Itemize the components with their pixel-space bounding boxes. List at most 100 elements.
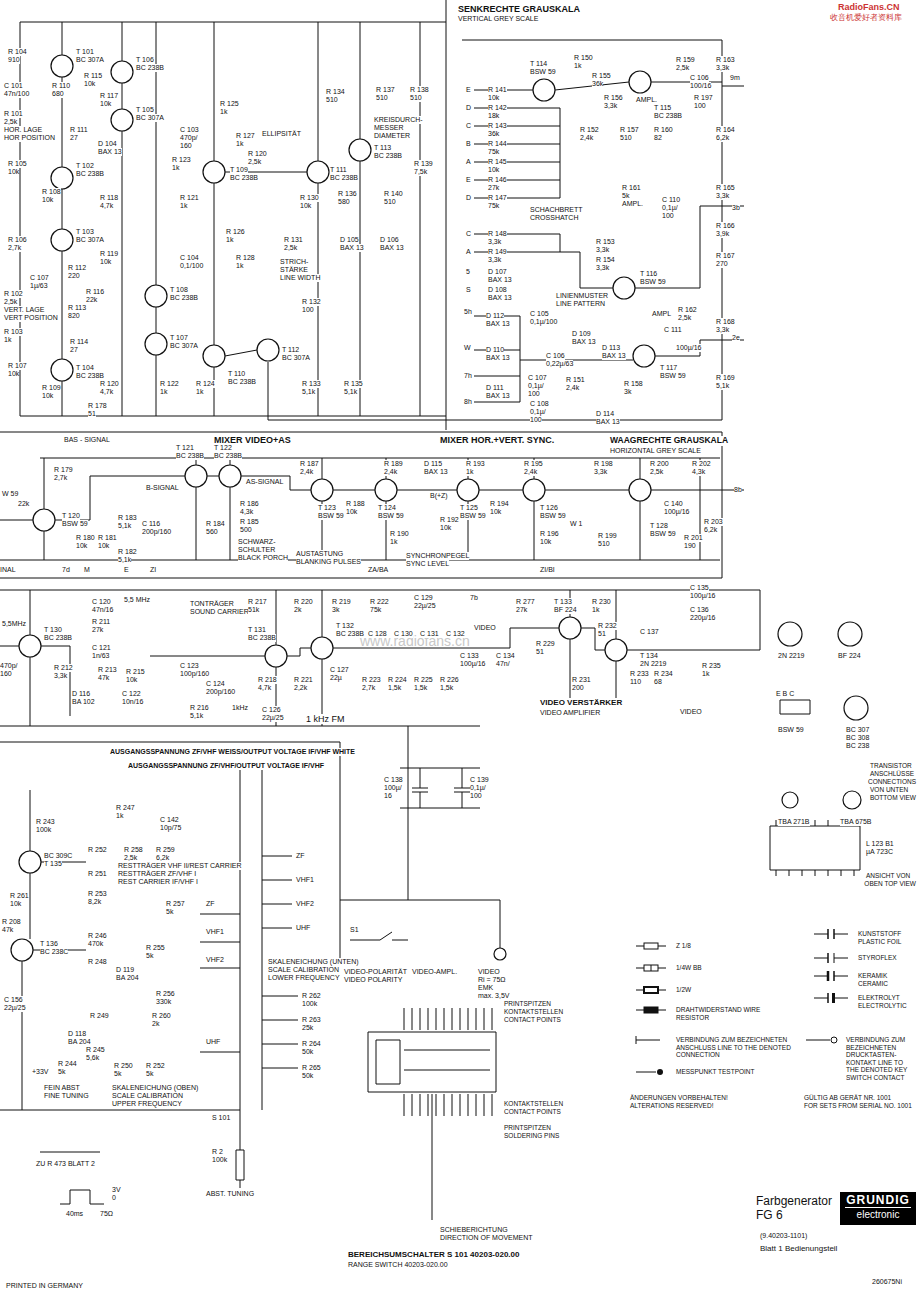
component-label: 100 xyxy=(694,102,706,110)
wire xyxy=(432,1094,433,1220)
component-label: 7b xyxy=(470,594,478,602)
component-label: BSW 59 xyxy=(318,512,344,520)
component-label: Blatt 1 Bedienungsteil xyxy=(760,1244,837,1253)
component-label: R 224 xyxy=(388,676,407,684)
component-label: C xyxy=(466,122,471,130)
component-label: R 134 xyxy=(326,88,345,96)
component-label: BSW 59 xyxy=(640,278,666,286)
component-label: VIDEO-POLARITÄT xyxy=(344,968,407,976)
component-label: C 127 xyxy=(330,666,349,674)
legend-entry: 1/2W xyxy=(676,986,736,994)
component-label: 47n/ xyxy=(496,660,510,668)
wire xyxy=(828,870,829,876)
transistor-symbol xyxy=(605,639,627,661)
component-label: VERT POSITION xyxy=(4,314,58,322)
wire xyxy=(60,1190,104,1204)
component-label: BC 307A xyxy=(136,114,164,122)
component-label: 470p/ xyxy=(0,662,18,670)
component-label: 100 xyxy=(528,390,540,398)
wire xyxy=(616,661,617,700)
wire xyxy=(392,940,408,941)
transistor-symbol xyxy=(203,161,225,183)
component-label: AUSGANGSSPANNUNG ZF/VHF/OUTPUT VOLTAGE I… xyxy=(128,762,324,770)
component-label: R 119 xyxy=(100,250,118,258)
component-label: D 113 xyxy=(602,344,620,352)
component-label: 510 xyxy=(598,540,610,548)
wire xyxy=(412,1008,413,1030)
wire xyxy=(635,288,700,289)
component-label: 100k xyxy=(36,826,51,834)
component-label: ANSICHT VON xyxy=(866,872,910,880)
component-label: C 104 xyxy=(180,254,199,262)
component-label: 5,1k xyxy=(302,388,315,396)
component-label: R 132 xyxy=(302,298,321,306)
wire xyxy=(484,1008,485,1030)
component-label: R 154 xyxy=(596,256,615,264)
component-label: E xyxy=(466,176,471,184)
wire xyxy=(408,726,409,900)
component-label: T 122 xyxy=(214,444,232,452)
wire xyxy=(474,108,560,109)
component-label: R 127 xyxy=(236,132,255,140)
component-label: S xyxy=(466,286,471,294)
component-label: 160 xyxy=(180,142,192,150)
component-label: C 132 xyxy=(446,630,465,638)
component-label: 4,7k xyxy=(258,684,271,692)
component-label: VHF1 xyxy=(296,876,314,884)
wire xyxy=(640,458,641,479)
component-label: 3k xyxy=(332,606,339,614)
component-label: 6,2k xyxy=(156,854,169,862)
component-label: R 246 xyxy=(88,932,107,940)
wire xyxy=(462,40,722,41)
component-label: 5,1k xyxy=(716,382,729,390)
wire xyxy=(241,476,311,490)
component-label: SCHIEBERICHTUNG xyxy=(440,1226,508,1234)
wire xyxy=(436,1094,437,1116)
component-label: T 113 xyxy=(374,144,391,152)
component-label: C 111 xyxy=(664,326,682,334)
wire xyxy=(627,650,760,651)
component-label: BC 307A xyxy=(170,342,198,350)
component-label: 27k xyxy=(516,606,527,614)
component-label: D 112 xyxy=(486,312,504,320)
legend-sample xyxy=(636,1007,666,1013)
component-label: R 167 xyxy=(716,252,735,260)
component-label: T 102 xyxy=(76,162,94,170)
wire xyxy=(560,234,561,252)
legend-sample xyxy=(636,987,666,993)
component-label: 330k xyxy=(156,998,171,1006)
component-label: VIDEO-AMPL. xyxy=(412,968,457,976)
component-label: R 105 xyxy=(8,160,27,168)
component-label: 1k xyxy=(236,262,243,270)
component-label: BC 238B xyxy=(248,634,276,642)
component-label: VON UNTEN xyxy=(870,786,908,794)
component-label: R 225 xyxy=(414,676,433,684)
transistor-symbol xyxy=(11,939,33,961)
component-label: 5,1k xyxy=(190,712,203,720)
component-label: R 217 xyxy=(248,598,267,606)
component-label: 68 xyxy=(654,678,662,686)
wire xyxy=(333,490,375,491)
component-label: DIRECTION OF MOVEMENT xyxy=(440,1234,533,1242)
component-label: R 157 xyxy=(620,126,639,134)
component-label: BF 224 xyxy=(838,652,861,660)
wire xyxy=(484,1094,485,1116)
transistor-symbol xyxy=(265,645,287,667)
wire xyxy=(655,340,744,356)
transistor-symbol xyxy=(311,637,333,659)
component-label: 2,4k xyxy=(300,468,313,476)
component-label: C 137 xyxy=(640,628,659,636)
component-label: 25k xyxy=(302,1024,313,1032)
component-label: T 104 xyxy=(76,364,94,372)
component-label: 22k xyxy=(18,500,29,508)
component-label: 820 xyxy=(68,312,80,320)
transistor-symbol xyxy=(111,61,133,83)
component-label: 1k xyxy=(160,388,167,396)
transistor-symbol xyxy=(203,345,225,367)
wire xyxy=(400,768,480,769)
component-label: 10k xyxy=(100,100,111,108)
wire xyxy=(262,770,263,1110)
component-label: BA 102 xyxy=(72,698,95,706)
component-label: BC 238C xyxy=(40,948,68,956)
sheet-title: Farbgenerator FG 6 xyxy=(756,1194,836,1222)
